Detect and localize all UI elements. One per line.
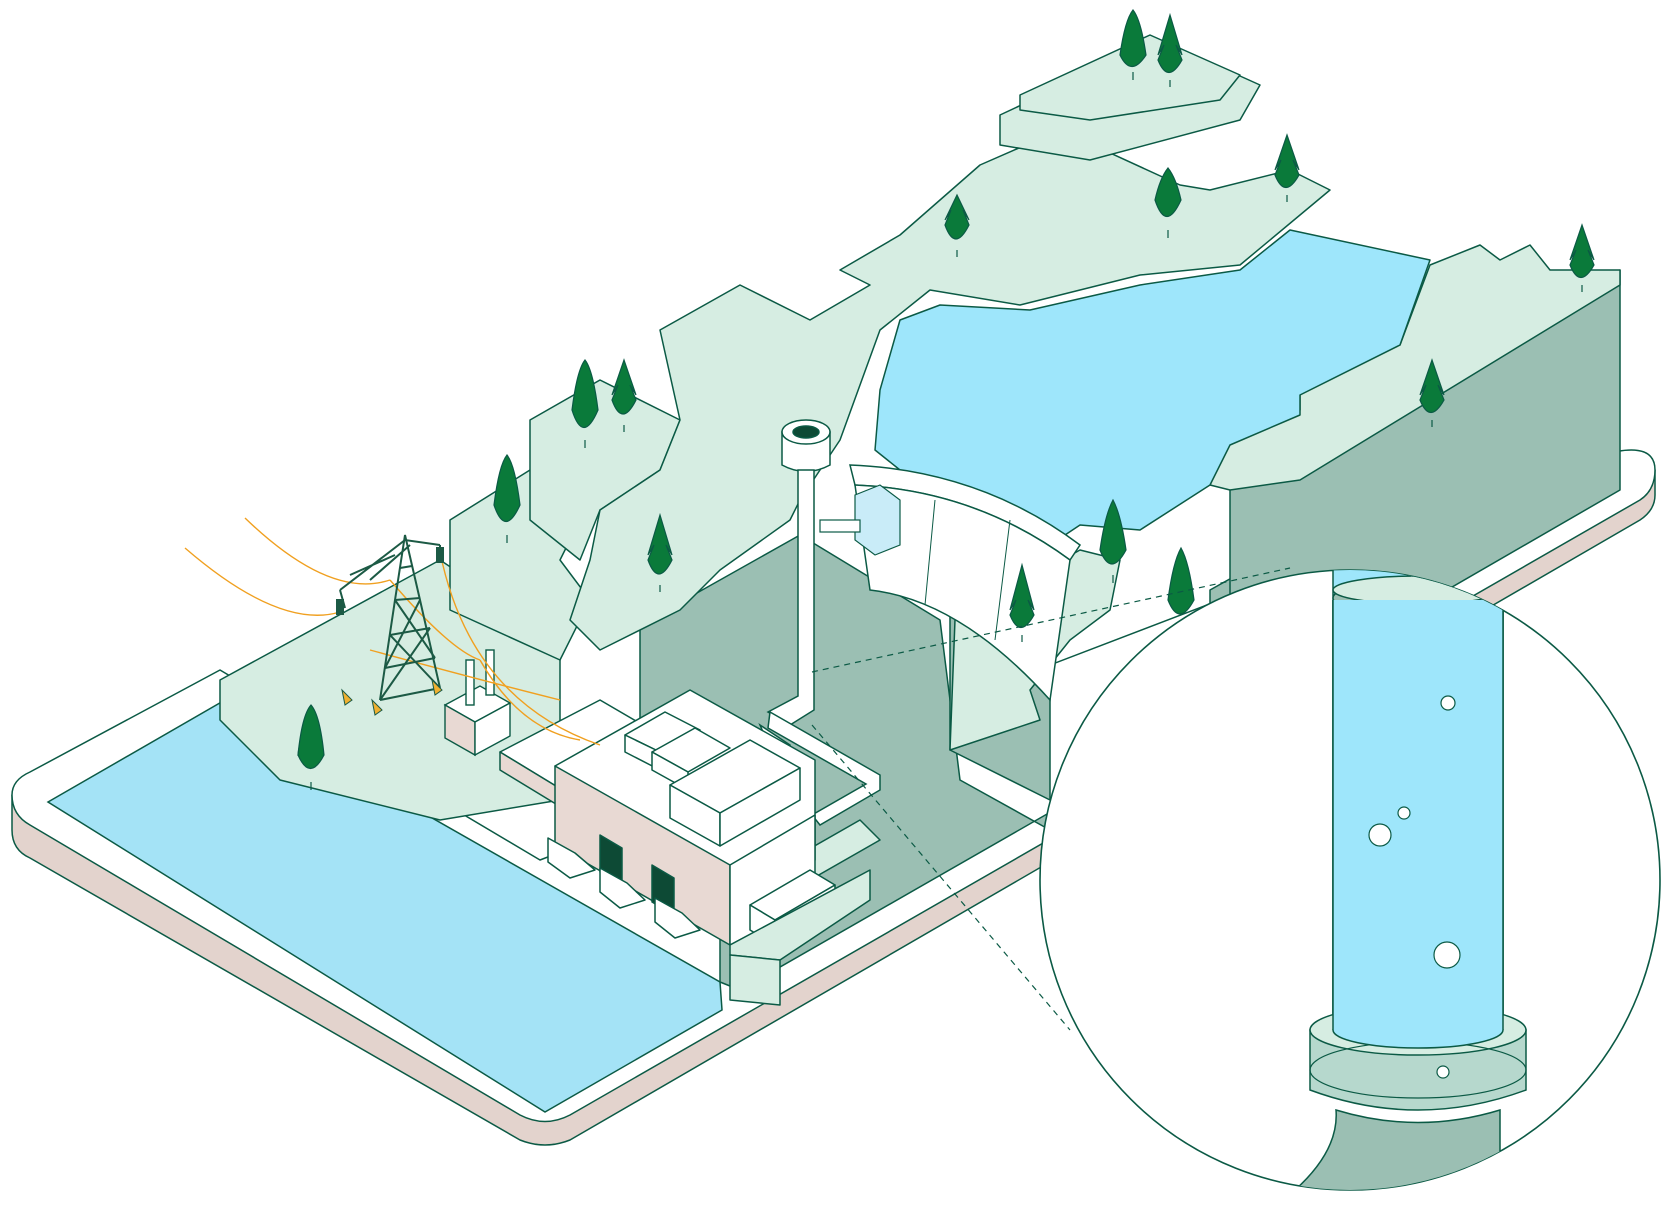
tree-icon <box>1099 498 1127 583</box>
tree-icon <box>1419 358 1445 427</box>
tree-icon <box>611 358 637 432</box>
trees <box>297 9 1595 790</box>
tree-icon <box>1569 223 1595 292</box>
tree-icon <box>1154 167 1182 238</box>
powerhouse <box>499 689 871 1006</box>
tree-icon <box>944 193 970 257</box>
power-lines <box>184 517 601 746</box>
tree-icon <box>1119 9 1147 80</box>
intake-structure <box>819 484 901 556</box>
tree-icon <box>571 359 599 448</box>
tree-icon <box>1157 12 1183 87</box>
bubbles <box>1368 695 1461 1079</box>
tree-icon <box>1009 562 1035 642</box>
tree-icon <box>647 512 673 592</box>
surge-tank <box>781 419 831 473</box>
outlet-gates <box>547 834 701 939</box>
tree-icon <box>493 454 521 543</box>
arch-dam <box>849 464 1082 702</box>
tree-icon <box>1274 133 1300 202</box>
callout-leader-lines <box>811 567 1291 1031</box>
transmission-tower <box>336 534 444 716</box>
tree-icon <box>297 704 325 790</box>
pipe-detail-callout <box>1039 569 1661 1191</box>
tailwater-lake <box>46 699 723 1113</box>
